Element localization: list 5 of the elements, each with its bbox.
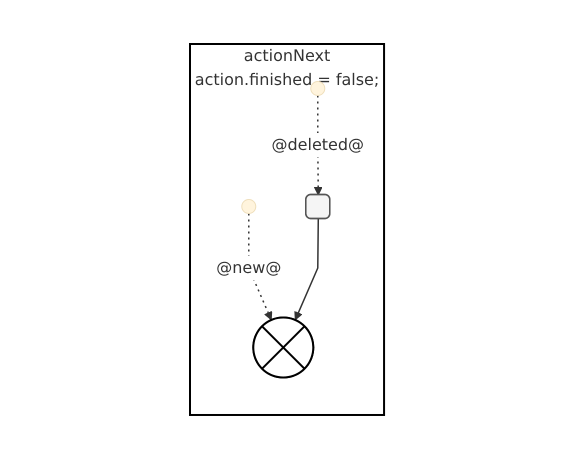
node-circle [310, 81, 326, 96]
edge-label: @deleted@ [271, 134, 364, 154]
edge-label: @new@ [216, 258, 282, 277]
arrow [294, 218, 319, 320]
node-circle [241, 199, 256, 214]
